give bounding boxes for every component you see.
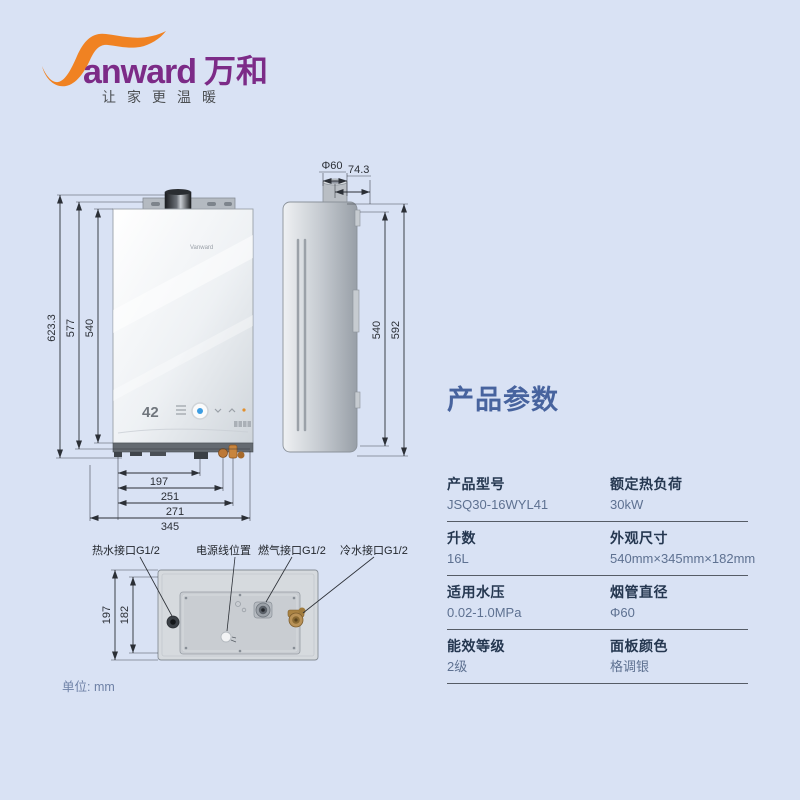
page-title: 产品参数 <box>447 385 559 415</box>
bottom-view-callouts: 热水接口G1/2 电源线位置 燃气接口G1/2 冷水接口G1/2 <box>92 543 408 632</box>
spec-label-liters: 升数 <box>447 530 476 546</box>
spec-value-panel-color: 格调银 <box>610 659 650 674</box>
spec-label-model: 产品型号 <box>447 476 505 492</box>
panel-sheen <box>113 315 253 401</box>
bottom-stub <box>150 452 166 456</box>
dim-side-flue-offset: 74.3 <box>348 164 369 176</box>
bracket-slot-icon <box>207 202 216 206</box>
dim-bottom-depth: 197 <box>101 606 113 624</box>
dim-side-total-height: 592 <box>390 321 402 339</box>
callout-cold-water: 冷水接口G1/2 <box>340 544 408 557</box>
brand-name-latin: anward <box>83 53 196 91</box>
bottom-stub <box>194 452 208 459</box>
panel-logo-mark: Vanward <box>190 245 213 251</box>
spec-label-water-pressure: 适用水压 <box>447 584 505 600</box>
display-menu-icon <box>176 405 186 415</box>
logo-v-swoosh-icon <box>42 31 166 87</box>
power-cord-hole <box>220 631 232 643</box>
status-dot-icon <box>242 408 246 412</box>
bottom-recess <box>179 591 301 655</box>
spec-value-liters: 16L <box>447 551 469 566</box>
brand-tagline: 让家更温暖 <box>102 89 227 105</box>
panel-curve-line <box>117 428 249 434</box>
callout-power-cord: 电源线位置 <box>196 543 251 557</box>
spec-label-energy-rating: 能效等级 <box>447 638 505 654</box>
bracket-slot-icon <box>151 202 160 206</box>
flue-top <box>165 189 191 195</box>
display-temperature: 42 <box>142 404 159 421</box>
side-bracket-tab <box>354 209 361 227</box>
dim-bottom-inner-depth: 182 <box>119 606 131 624</box>
spec-label-panel-color: 面板颜色 <box>610 638 668 654</box>
bottom-strip <box>112 442 254 453</box>
copper-pipe-icon <box>218 448 228 458</box>
spec-row: 升数 16L 外观尺寸 540mm×345mm×182mm <box>447 522 755 576</box>
spec-value-water-pressure: 0.02-1.0MPa <box>447 605 522 620</box>
side-body <box>282 201 358 453</box>
dim-front-w4: 345 <box>161 521 179 533</box>
gas-port-center <box>261 608 265 612</box>
copper-valve-icon <box>228 444 238 459</box>
side-dimensions-right: 540 592 <box>347 203 408 457</box>
dim-front-total-height: 623.3 <box>46 314 58 342</box>
front-dimensions-horizontal: 197 251 271 345 <box>89 451 251 533</box>
spec-value-dimensions: 540mm×345mm×182mm <box>610 551 756 566</box>
chevron-up-icon <box>228 408 236 413</box>
dim-side-flue-diameter: Φ60 <box>321 160 342 172</box>
side-bracket-tab <box>354 391 361 409</box>
spec-label-rated-heat-load: 额定热负荷 <box>610 476 683 492</box>
energy-label-badge <box>234 421 251 427</box>
dim-front-w2: 251 <box>161 491 179 503</box>
spec-value-energy-rating: 2级 <box>447 659 468 674</box>
unit-note: 单位: mm <box>62 679 115 694</box>
spec-row: 能效等级 2级 面板颜色 格调银 <box>447 630 748 684</box>
callout-gas: 燃气接口G1/2 <box>258 543 326 557</box>
bottom-stub <box>114 452 122 457</box>
front-panel <box>112 208 254 444</box>
panel-sheen <box>113 235 253 333</box>
side-view <box>282 178 361 453</box>
bottom-plate-bevel <box>161 573 315 657</box>
copper-pipe-icon <box>237 451 245 459</box>
cold-water-valve-top <box>298 607 306 615</box>
dim-front-w3: 271 <box>166 506 184 518</box>
brand-logo: anward 万和 让家更温暖 <box>42 31 268 105</box>
dim-front-panel-height: 540 <box>84 319 96 337</box>
brand-name-cn: 万和 <box>204 53 268 89</box>
front-view: Vanward 42 <box>112 189 254 459</box>
power-cord-mark <box>230 636 237 643</box>
vent-hole <box>235 601 241 607</box>
callout-hot-water: 热水接口G1/2 <box>92 544 160 557</box>
dim-front-w1: 197 <box>150 476 168 488</box>
dim-side-body-height: 540 <box>371 321 383 339</box>
bottom-stub <box>130 452 142 456</box>
bracket-slot-icon <box>224 202 232 206</box>
cold-water-port-center <box>294 618 298 622</box>
dim-front-bracket-height: 577 <box>65 319 77 337</box>
spec-table: 产品型号 JSQ30-16WYL41 额定热负荷 30kW 升数 16L 外观尺… <box>447 468 755 684</box>
bottom-view-dimensions: 197 182 <box>101 569 158 661</box>
vent-hole <box>241 607 247 613</box>
spec-value-model: JSQ30-16WYL41 <box>447 497 549 512</box>
chevron-down-icon <box>214 408 222 413</box>
spec-value-flue-diameter: Φ60 <box>610 605 635 620</box>
hot-water-port-center <box>170 619 176 625</box>
spec-row: 产品型号 JSQ30-16WYL41 额定热负荷 30kW <box>447 468 748 522</box>
spec-label-dimensions: 外观尺寸 <box>610 530 668 546</box>
front-dimensions-vertical: 623.3 577 540 <box>46 194 250 459</box>
bottom-view <box>157 569 319 661</box>
side-dimensions-top: Φ60 74.3 <box>319 160 371 204</box>
spec-row: 适用水压 0.02-1.0MPa 烟管直径 Φ60 <box>447 576 748 630</box>
screw-icon <box>184 593 296 653</box>
technical-drawing: Vanward 42 623.3 <box>46 160 408 694</box>
flame-indicator-icon <box>197 408 203 414</box>
spec-value-rated-heat-load: 30kW <box>610 497 644 512</box>
side-bracket-tab <box>352 289 360 333</box>
spec-label-flue-diameter: 烟管直径 <box>610 584 668 600</box>
